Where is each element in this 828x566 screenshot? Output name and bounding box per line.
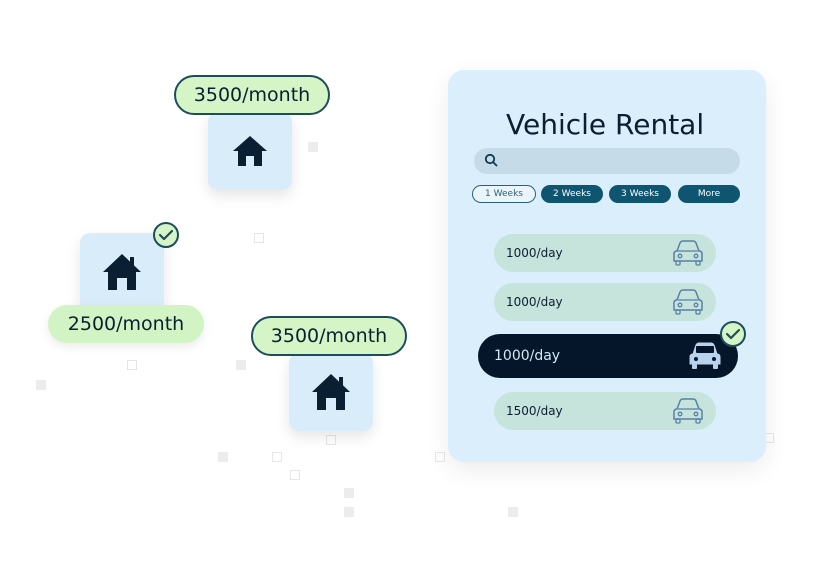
filter-1-weeks[interactable]: 1 Weeks (472, 185, 536, 203)
price-pill: 3500/month (174, 75, 330, 115)
rate-label: 1500/day (506, 404, 563, 418)
vehicle-rental-panel: Vehicle Rental 1 Weeks 2 Weeks 3 Weeks M… (448, 70, 766, 462)
rate-label: 1000/day (506, 295, 563, 309)
decor-square (254, 233, 264, 243)
house-icon (312, 374, 350, 410)
filter-more[interactable]: More (678, 185, 740, 203)
filter-2-weeks[interactable]: 2 Weeks (541, 185, 603, 203)
decor-square (290, 470, 300, 480)
decor-square (326, 435, 336, 445)
house-card[interactable] (289, 353, 373, 431)
rate-label: 1000/day (494, 348, 561, 364)
check-icon (720, 321, 746, 347)
price-label: 2500/month (67, 313, 185, 335)
decor-square (36, 380, 46, 390)
search-icon (484, 153, 498, 167)
decor-square (344, 507, 354, 517)
house-card[interactable] (208, 112, 292, 190)
car-icon (689, 342, 721, 369)
decor-square (236, 360, 246, 370)
rate-option[interactable]: 1000/day (494, 234, 716, 272)
decor-square (508, 507, 518, 517)
rate-option[interactable]: 1000/day (494, 283, 716, 321)
search-input[interactable] (474, 148, 740, 174)
house-icon (233, 136, 267, 166)
decor-square (344, 488, 354, 498)
panel-title: Vehicle Rental (506, 108, 705, 141)
filter-3-weeks[interactable]: 3 Weeks (609, 185, 671, 203)
car-icon (673, 240, 703, 266)
decor-square (127, 360, 137, 370)
decor-square (308, 142, 318, 152)
rate-option-selected[interactable]: 1000/day (478, 334, 738, 378)
decor-square (272, 452, 282, 462)
price-label: 3500/month (270, 325, 388, 347)
house-card[interactable] (80, 233, 164, 311)
decor-square (218, 452, 228, 462)
price-label: 3500/month (193, 84, 311, 106)
house-icon (103, 254, 141, 290)
car-icon (673, 289, 703, 315)
rate-label: 1000/day (506, 246, 563, 260)
price-pill: 3500/month (251, 316, 407, 356)
price-pill: 2500/month (48, 305, 204, 343)
check-icon (153, 222, 179, 248)
decor-square (435, 452, 445, 462)
rate-option[interactable]: 1500/day (494, 392, 716, 430)
car-icon (673, 398, 703, 424)
